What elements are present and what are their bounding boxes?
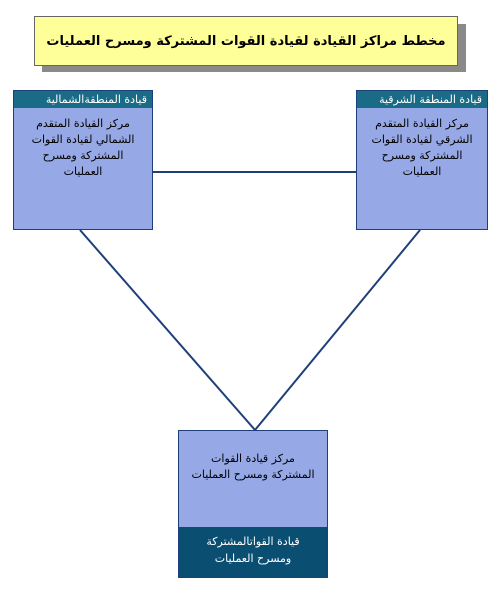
connector-left-bottom — [79, 229, 256, 431]
node-eastern-command: قيادة المنطقة الشرقية مركز القيادة المتق… — [356, 90, 488, 230]
diagram-title: مخطط مراكز القيادة لقيادة القوات المشترك… — [34, 16, 458, 66]
connector-right-bottom — [254, 229, 421, 431]
node-body: مركز قيادة القوات المشتركة ومسرح العمليا… — [191, 452, 315, 481]
node-body: مركز القيادة المتقدم الشمالي لقيادة القو… — [31, 117, 135, 178]
node-body: مركز القيادة المتقدم الشرقي لقيادة القوا… — [371, 117, 473, 178]
node-northern-command: قيادة المنطقةالشمالية مركز القيادة المتق… — [13, 90, 153, 230]
node-footer: قيادة القواتالمشتركة ومسرح العمليات — [179, 527, 327, 577]
node-header: قيادة المنطقةالشمالية — [14, 91, 152, 108]
node-joint-forces-command: مركز قيادة القوات المشتركة ومسرح العمليا… — [178, 430, 328, 578]
node-header: قيادة المنطقة الشرقية — [357, 91, 487, 108]
